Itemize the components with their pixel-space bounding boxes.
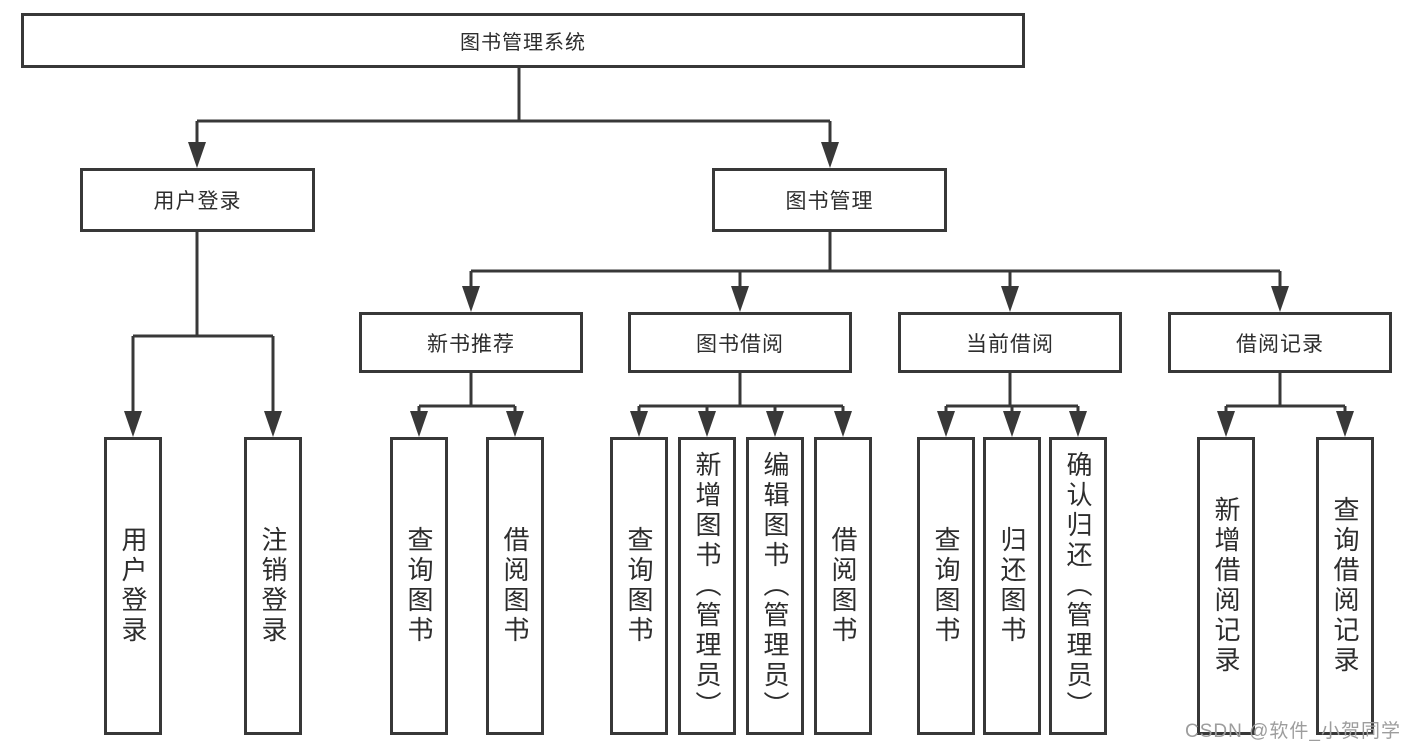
node-current-borrowing: 当前借阅 xyxy=(898,312,1122,373)
arrow-down-icon xyxy=(1271,286,1289,312)
arrow-down-icon xyxy=(937,411,955,437)
arrow-down-icon xyxy=(506,411,524,437)
arrow-down-icon xyxy=(1336,411,1354,437)
leaf-add-books-admin: 新增图书（管理员） xyxy=(678,437,736,735)
node-user-login: 用户登录 xyxy=(80,168,315,232)
arrow-down-icon xyxy=(410,411,428,437)
arrow-down-icon xyxy=(1003,411,1021,437)
node-label: 注销登录 xyxy=(258,526,288,646)
node-label: 新书推荐 xyxy=(427,332,515,356)
leaf-search-books: 查询图书 xyxy=(390,437,448,735)
node-library-management-system: 图书管理系统 xyxy=(21,13,1025,68)
node-label: 图书管理系统 xyxy=(460,32,586,54)
leaf-add-borrow-record: 新增借阅记录 xyxy=(1197,437,1255,735)
node-label: 查询图书 xyxy=(624,526,654,646)
node-label: 当前借阅 xyxy=(966,332,1054,356)
leaf-search-books: 查询图书 xyxy=(610,437,668,735)
node-new-book-recommendation: 新书推荐 xyxy=(359,312,583,373)
node-label: 新增借阅记录 xyxy=(1211,496,1241,676)
node-book-management: 图书管理 xyxy=(712,168,947,232)
leaf-search-books: 查询图书 xyxy=(917,437,975,735)
arrow-down-icon xyxy=(698,411,716,437)
node-label: 查询图书 xyxy=(931,526,961,646)
leaf-borrow-books: 借阅图书 xyxy=(814,437,872,735)
node-label: 借阅图书 xyxy=(828,526,858,646)
leaf-borrow-books: 借阅图书 xyxy=(486,437,544,735)
node-label: 图书管理 xyxy=(785,190,874,213)
arrow-down-icon xyxy=(124,411,142,437)
node-label: 用户登录 xyxy=(118,526,148,646)
csdn-watermark: CSDN @软件_小贺同学 xyxy=(1185,721,1401,742)
arrow-down-icon xyxy=(834,411,852,437)
node-label: 新增图书（管理员） xyxy=(692,451,722,721)
leaf-search-borrow-record: 查询借阅记录 xyxy=(1316,437,1374,735)
node-borrowing-records: 借阅记录 xyxy=(1168,312,1392,373)
node-label: 归还图书 xyxy=(997,526,1027,646)
node-label: 查询图书 xyxy=(404,526,434,646)
arrow-down-icon xyxy=(188,142,206,168)
arrow-down-icon xyxy=(1217,411,1235,437)
leaf-confirm-return-admin: 确认归还（管理员） xyxy=(1049,437,1107,735)
arrow-down-icon xyxy=(731,286,749,312)
node-label: 借阅图书 xyxy=(500,526,530,646)
arrow-down-icon xyxy=(1069,411,1087,437)
node-label: 编辑图书（管理员） xyxy=(760,451,790,721)
arrow-down-icon xyxy=(766,411,784,437)
arrow-down-icon xyxy=(264,411,282,437)
arrow-down-icon xyxy=(630,411,648,437)
leaf-logout: 注销登录 xyxy=(244,437,302,735)
leaf-edit-books-admin: 编辑图书（管理员） xyxy=(746,437,804,735)
node-label: 图书借阅 xyxy=(696,332,784,356)
leaf-return-books: 归还图书 xyxy=(983,437,1041,735)
node-label: 借阅记录 xyxy=(1236,332,1324,356)
node-label: 查询借阅记录 xyxy=(1330,496,1360,676)
leaf-user-login: 用户登录 xyxy=(104,437,162,735)
node-label: 用户登录 xyxy=(153,190,242,213)
arrow-down-icon xyxy=(821,142,839,168)
node-label: 确认归还（管理员） xyxy=(1063,451,1093,721)
arrow-down-icon xyxy=(462,286,480,312)
arrow-down-icon xyxy=(1001,286,1019,312)
node-book-borrowing: 图书借阅 xyxy=(628,312,852,373)
